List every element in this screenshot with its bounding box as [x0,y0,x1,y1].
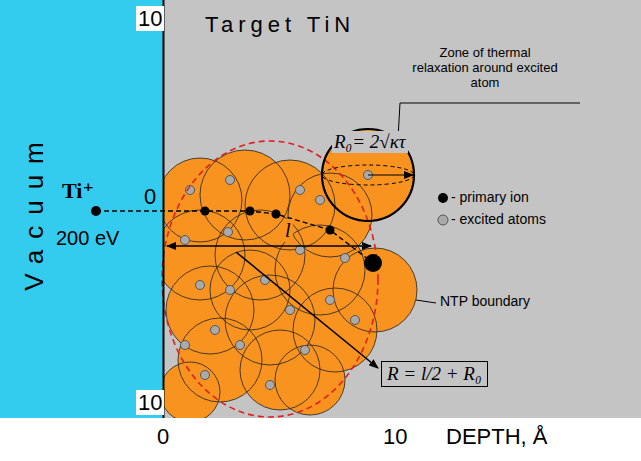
shape [296,186,305,195]
primary-ion [364,254,382,272]
shape [226,176,235,185]
shape [181,236,190,245]
shape [341,254,350,263]
target-region [164,0,641,418]
vacuum-region [0,0,164,418]
ion-label: Ti⁺ [62,178,94,203]
primary-ion [326,226,335,235]
shape [196,281,205,290]
leader-line [416,300,436,303]
relaxation-zone [322,129,414,221]
shape [275,345,345,415]
shape [166,266,254,354]
callout-text: NTP boundary [440,293,530,309]
shape [164,158,242,242]
shape [226,286,235,295]
legend-text: - primary ion [451,189,529,205]
length-arrow [167,245,371,247]
radius-arrow [368,174,413,175]
surface-line [163,0,165,418]
axis-tick: 10 [136,390,164,415]
shape [215,210,305,300]
axis-tick: 10 [383,424,407,449]
shape [225,275,315,365]
shape [210,250,290,330]
leader-line [398,103,580,139]
primary-ion [201,207,210,216]
shape [200,150,290,240]
shape [181,341,190,350]
axis-tick: 10 [136,6,164,31]
radius-arrow [236,252,378,368]
shape [333,248,417,332]
ntp-region [164,129,417,418]
title-label: Target TiN [205,12,355,37]
shape [236,341,245,350]
dimension-label: l [283,219,293,242]
shape [286,306,295,315]
axis-tick: 0 [157,424,169,449]
shape [164,362,220,418]
formula-label: R = l/2 + R₀ [381,361,488,387]
shape [224,228,233,237]
ntp-boundary-dashed [162,141,378,417]
primary-ion [91,206,101,216]
axis-tick: 0 [144,184,156,209]
shape [301,346,310,355]
shape [322,129,414,221]
zone-equator [322,165,414,185]
shape [326,296,335,305]
region-label: Vacuum [20,91,50,331]
shape [261,276,270,285]
legend-dot [438,193,448,203]
shape [288,173,372,257]
shape [211,326,220,335]
shape [275,345,345,415]
shape [351,316,360,325]
shape [164,362,220,418]
shape [164,210,245,300]
shape [322,129,414,221]
ion-trajectory [96,211,373,263]
formula-label: R₀= 2√κτ [332,131,408,153]
shape [201,371,210,380]
shape [293,288,377,372]
axis-title: DEPTH, Å [446,424,547,449]
primary-ion [246,207,255,216]
shape [296,246,305,255]
legend-text: - excited atoms [451,211,546,227]
callout-text: Zone of thermal relaxation around excite… [410,46,560,91]
primary-ion [272,210,281,219]
shape [266,381,275,390]
legend-dot [438,215,448,225]
energy-label: 200 eV [56,227,119,250]
shape [316,196,325,205]
